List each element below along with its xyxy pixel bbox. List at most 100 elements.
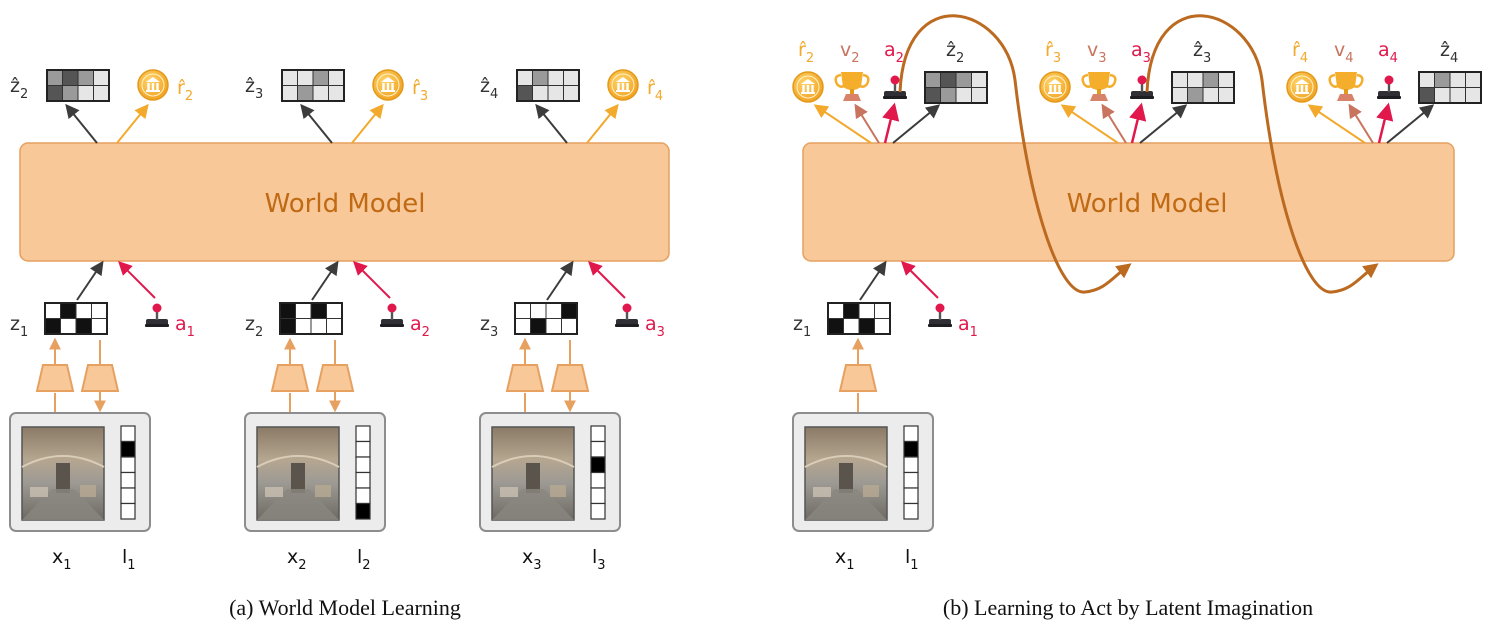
label-x: x1	[52, 546, 72, 573]
grid-cell	[827, 318, 844, 335]
location-cell	[903, 487, 919, 505]
grid-cell	[1171, 71, 1188, 88]
grid-cell	[514, 302, 531, 319]
location-cell	[903, 471, 919, 489]
label-r-hat: r̂4	[1292, 39, 1308, 66]
grid-cell	[77, 69, 94, 86]
predicted-z-grid	[924, 71, 988, 104]
grid-cell	[60, 318, 77, 335]
grid-cell	[561, 302, 578, 319]
grid-cell	[328, 85, 345, 102]
observation-x1	[9, 412, 151, 532]
location-cell	[903, 456, 919, 474]
observation-x3	[479, 412, 621, 532]
label-z: z1	[793, 313, 811, 340]
imagination-loop-2	[1145, 14, 1379, 294]
label-l: l1	[122, 546, 136, 573]
grid-cell	[75, 302, 92, 319]
grid-cell	[532, 69, 549, 86]
panel-b: World Model (b) Learning to Act by Laten…	[792, 14, 1482, 620]
z-to-model-arrow	[76, 260, 104, 301]
grid-cell	[1202, 71, 1219, 88]
model-to-reward-arrow	[813, 104, 872, 144]
grid-cell	[874, 318, 891, 335]
predicted-z-grid	[46, 69, 110, 102]
grid-cell	[1434, 71, 1451, 88]
grid-cell	[858, 302, 875, 319]
grid-cell	[1171, 87, 1188, 104]
trapezoid-encoder-icon	[838, 364, 878, 392]
grid-cell	[1465, 87, 1482, 104]
coin-bank-icon	[372, 69, 404, 101]
model-to-value-arrow	[854, 103, 880, 144]
grid-cell	[940, 71, 957, 88]
model-to-z-hat-arrow	[535, 103, 568, 144]
model-to-action-arrow	[1376, 102, 1394, 144]
location-cell	[120, 487, 136, 505]
coin-bank-icon	[1039, 71, 1071, 103]
joystick-icon	[1130, 75, 1154, 99]
grid-cell	[91, 302, 108, 319]
grid-cell	[874, 302, 891, 319]
caption-a: (a) World Model Learning	[229, 595, 461, 620]
observation-x2	[244, 412, 386, 532]
location-cell	[590, 502, 606, 520]
latent-z-grid	[44, 302, 108, 335]
model-to-action-arrow	[1129, 102, 1147, 144]
joystick-icon	[615, 303, 639, 327]
action-to-model-arrow	[901, 261, 939, 299]
location-cell	[355, 471, 371, 489]
grid-cell	[1187, 87, 1204, 104]
model-to-reward-arrow	[116, 103, 149, 144]
label-a: a3	[1131, 39, 1151, 66]
trapezoid-encoder-icon	[550, 364, 590, 392]
grid-cell	[971, 87, 988, 104]
grid-cell	[93, 69, 110, 86]
location-cell	[120, 440, 136, 458]
grid-cell	[516, 69, 533, 86]
grid-cell	[295, 318, 312, 335]
panel-a: World Model (a) World Model Learning x1 l…	[9, 69, 670, 620]
world-model-label-a: World Model	[265, 189, 426, 219]
label-a: a2	[884, 39, 904, 66]
grid-cell	[312, 85, 329, 102]
grid-cell	[60, 302, 77, 319]
model-to-value-arrow	[1101, 103, 1127, 144]
label-z: z1	[10, 313, 28, 340]
label-r-hat: r̂3	[412, 77, 428, 104]
grid-cell	[312, 69, 329, 86]
z-to-model-arrow	[311, 260, 339, 301]
label-z-hat: ẑ4	[480, 75, 498, 102]
label-v: v4	[1334, 39, 1354, 66]
z-to-model-arrow	[546, 260, 574, 301]
grid-cell	[843, 302, 860, 319]
trapezoid-encoder-icon	[35, 364, 75, 392]
grid-cell	[1418, 87, 1435, 104]
location-cell	[590, 471, 606, 489]
grid-cell	[514, 318, 531, 335]
grid-cell	[532, 85, 549, 102]
grid-cell	[1434, 87, 1451, 104]
grid-cell	[1449, 71, 1466, 88]
trophy-icon	[834, 72, 870, 101]
location-cell	[903, 440, 919, 458]
grid-cell	[530, 302, 547, 319]
label-z-hat: ẑ3	[1193, 39, 1211, 66]
trophy-icon	[1081, 72, 1117, 101]
grid-cell	[530, 318, 547, 335]
grid-cell	[44, 318, 61, 335]
label-x: x1	[835, 546, 855, 573]
grid-cell	[328, 69, 345, 86]
grid-cell	[924, 87, 941, 104]
grid-cell	[75, 318, 92, 335]
model-to-reward-arrow	[586, 103, 619, 144]
joystick-icon	[380, 303, 404, 327]
grid-cell	[1218, 87, 1235, 104]
label-r-hat: r̂2	[798, 39, 814, 66]
trapezoid-encoder-icon	[315, 364, 355, 392]
grid-cell	[281, 85, 298, 102]
trapezoid-encoder-icon	[505, 364, 545, 392]
label-z-hat: ẑ2	[10, 75, 28, 102]
